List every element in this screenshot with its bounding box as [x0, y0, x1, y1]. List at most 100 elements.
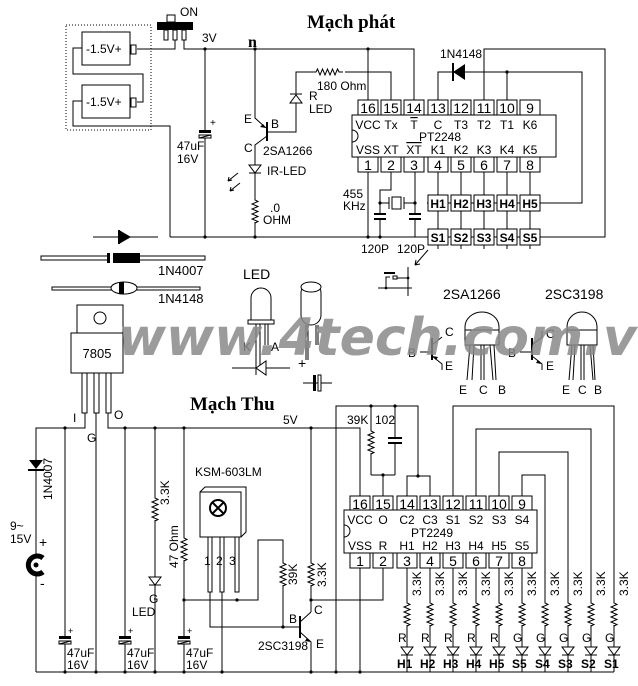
regulator-7805-icon: 7805	[70, 304, 124, 414]
pin-b-label: B	[271, 117, 279, 131]
svg-text:1: 1	[356, 553, 364, 569]
svg-text:S3: S3	[477, 231, 492, 245]
svg-text:R: R	[490, 631, 499, 645]
svg-text:47uF: 47uF	[186, 646, 213, 660]
svg-text:47uF: 47uF	[127, 646, 154, 660]
svg-text:T1: T1	[500, 118, 514, 132]
output-s5: S5	[512, 657, 527, 671]
transistor-name: 2SA1266	[263, 144, 313, 158]
top-pins: 16 15 14 13 12 11 10 9	[357, 99, 541, 116]
svg-text:3.3K: 3.3K	[548, 571, 562, 596]
input-plus: +	[39, 534, 47, 550]
transmitter-circuit: Mạch phát -1.5V+ -1.5V+ ON 3V n	[65, 5, 606, 296]
ir-resistor-label: 47 Ohm	[167, 525, 181, 568]
bias-resistor-label: 39K	[286, 564, 300, 585]
svg-text:11: 11	[477, 100, 492, 116]
key-h4[interactable]: H4	[496, 194, 518, 212]
svg-text:13: 13	[430, 100, 446, 116]
power-led: 3.3K G LED	[132, 428, 172, 672]
bottom-pins: 1 2 3 4 5 6 7 8	[349, 552, 533, 569]
svg-text:S2: S2	[454, 231, 469, 245]
svg-text:S1: S1	[446, 513, 461, 527]
reg-pin-i: I	[73, 411, 76, 425]
svg-text:3.3K: 3.3K	[479, 571, 493, 596]
key-s4[interactable]: S4	[496, 228, 518, 246]
output-h2: H2	[420, 657, 436, 671]
svg-text:O: O	[378, 513, 387, 527]
reg-pin-g: G	[87, 431, 96, 445]
key-h1[interactable]: H1	[427, 194, 449, 212]
top-pins: 16 15 14 13 12 11 10 9	[349, 495, 533, 512]
key-h5[interactable]: H5	[519, 194, 541, 212]
svg-text:R: R	[379, 539, 388, 553]
pnp-leg-b: B	[498, 383, 506, 397]
diode-1n4007-label: 1N4007	[158, 263, 204, 278]
input-voltage-max: 15V	[10, 532, 31, 546]
svg-text:6: 6	[472, 553, 480, 569]
svg-text:1: 1	[204, 554, 211, 568]
key-h3[interactable]: H3	[473, 194, 495, 212]
svg-text:+: +	[187, 626, 192, 636]
svg-text:2: 2	[216, 554, 223, 568]
svg-text:K5: K5	[523, 143, 538, 157]
svg-text:H5: H5	[522, 197, 538, 211]
receiver-circuit: Mạch Thu 5V 9~ 15V + - 1N4007 + 47u	[10, 394, 631, 674]
svg-text:K1: K1	[431, 143, 446, 157]
svg-text:5: 5	[457, 157, 465, 173]
indicator-led: R LED 180 Ohm	[289, 68, 392, 116]
svg-text:G: G	[582, 631, 591, 645]
led-label: LED	[309, 102, 333, 116]
svg-text:8: 8	[526, 157, 534, 173]
svg-text:R: R	[467, 631, 476, 645]
svg-text:11: 11	[469, 496, 484, 512]
diode-1n4148-icon	[453, 64, 465, 80]
svg-text:5: 5	[449, 553, 457, 569]
svg-text:7: 7	[495, 553, 503, 569]
key-s1[interactable]: S1	[427, 228, 449, 246]
crystal-oscillator: 455 KHz 120P 120P	[343, 172, 425, 256]
cap-value: 47uF	[177, 139, 204, 153]
svg-text:H4: H4	[468, 539, 484, 553]
svg-text:2: 2	[387, 157, 395, 173]
svg-text:K4: K4	[500, 143, 515, 157]
svg-text:47uF: 47uF	[67, 646, 94, 660]
output-h4: H4	[466, 657, 482, 671]
key-s2[interactable]: S2	[450, 228, 472, 246]
key-h2[interactable]: H2	[450, 194, 472, 212]
regulator-label: 7805	[83, 346, 112, 361]
ir-receiver-module: KSM-603LM 1 2 3	[184, 465, 295, 672]
svg-text:VSS: VSS	[348, 539, 372, 553]
svg-text:VCC: VCC	[355, 118, 381, 132]
svg-text:S2: S2	[469, 513, 484, 527]
svg-text:H2: H2	[453, 197, 469, 211]
svg-text:S5: S5	[523, 231, 538, 245]
svg-text:9: 9	[518, 496, 526, 512]
input-diode-label: 1N4007	[41, 458, 55, 500]
led-color: G	[149, 592, 158, 606]
svg-text:S4: S4	[500, 231, 515, 245]
svg-text:XT: XT	[406, 143, 422, 157]
npn-part-label: 2SC3198	[545, 286, 604, 302]
svg-text:14: 14	[399, 496, 415, 512]
key-s3[interactable]: S3	[473, 228, 495, 246]
svg-text:XT: XT	[383, 143, 399, 157]
cap-label: 120P	[397, 242, 425, 256]
svg-text:S4: S4	[515, 513, 530, 527]
chip-name: PT2249	[411, 526, 453, 540]
supply-voltage: 3V	[202, 31, 217, 45]
svg-text:G: G	[605, 631, 614, 645]
power-switch: ON	[137, 5, 415, 100]
svg-text:H3: H3	[476, 197, 492, 211]
svg-text:3: 3	[403, 553, 411, 569]
key-s5[interactable]: S5	[519, 228, 541, 246]
svg-text:3: 3	[410, 157, 418, 173]
svg-text:H5: H5	[491, 539, 507, 553]
svg-text:R: R	[421, 631, 430, 645]
diode-label: 1N4148	[440, 47, 482, 61]
bottom-pins: 1 2 3 4 5 6 7 8	[357, 156, 541, 173]
npn-label: 2SC3198	[258, 639, 308, 653]
svg-text:16: 16	[352, 496, 368, 512]
